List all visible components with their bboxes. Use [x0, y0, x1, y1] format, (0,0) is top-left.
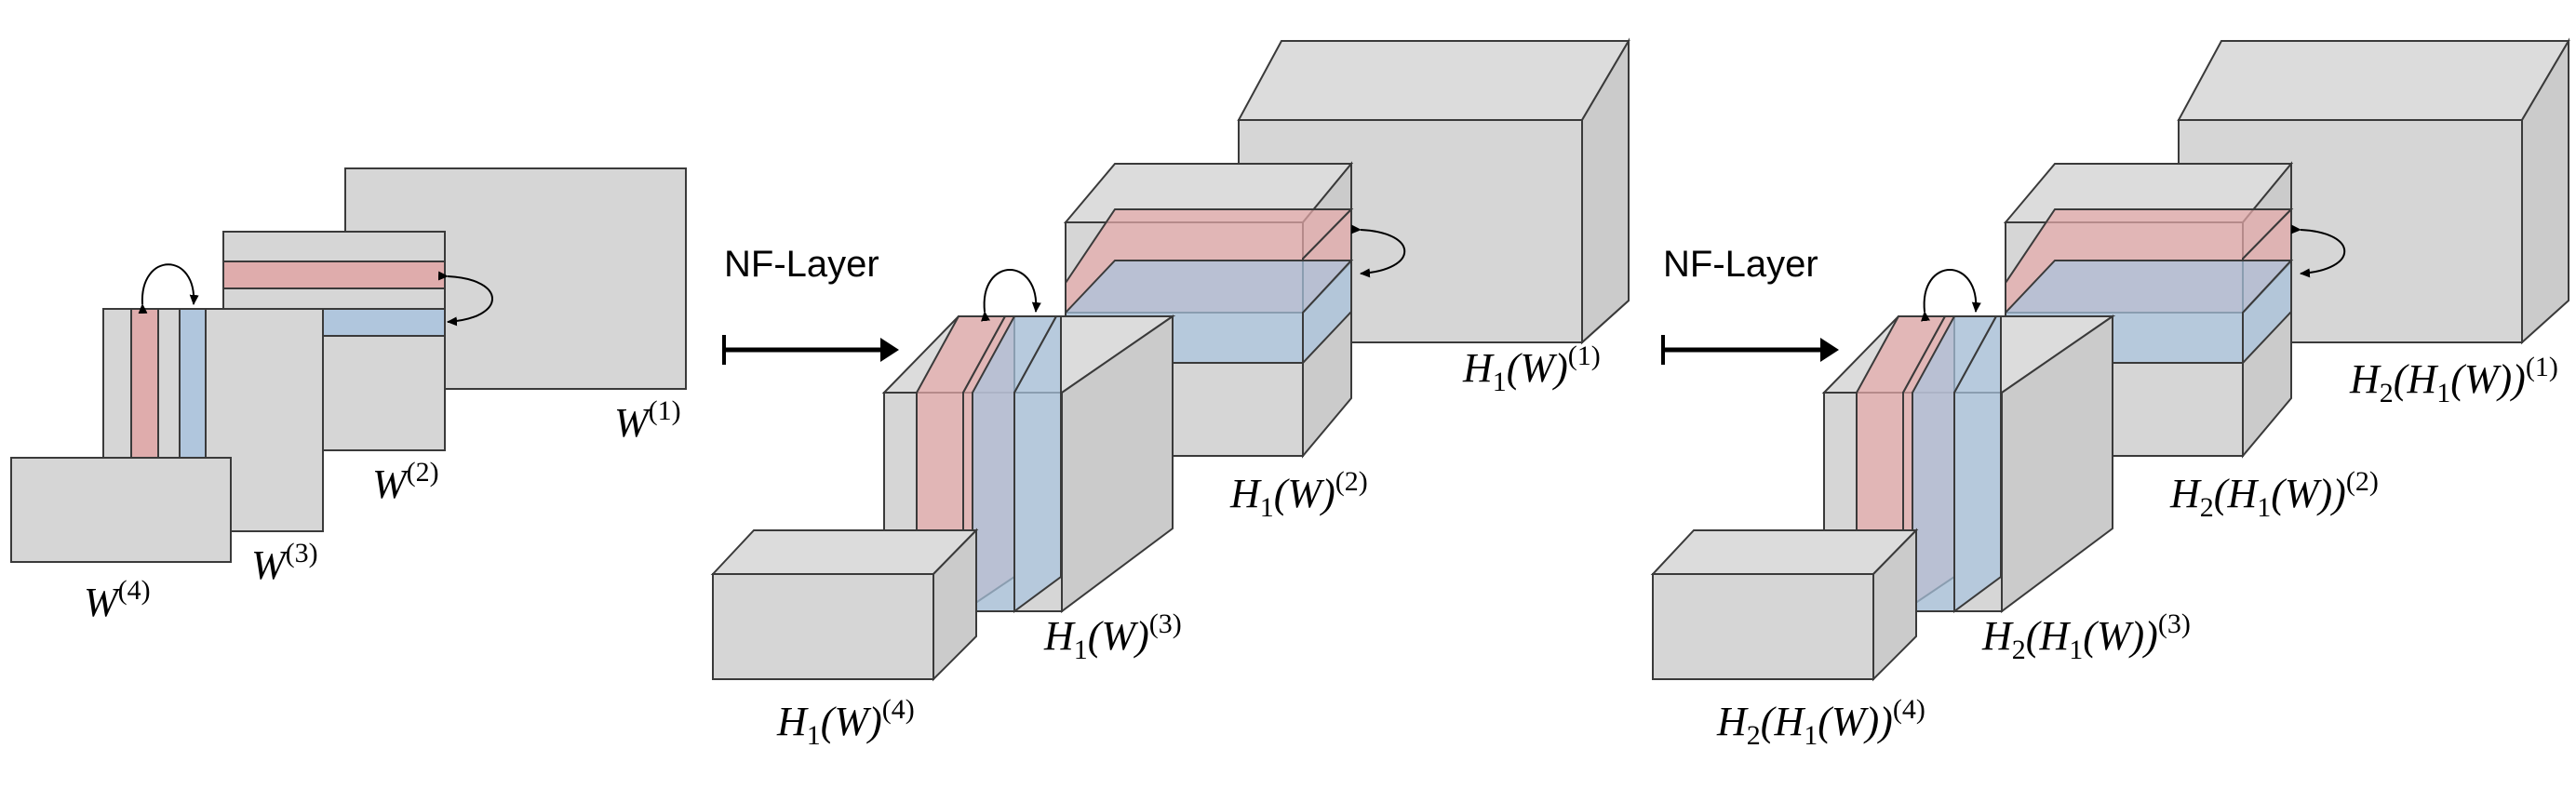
w3-blue-column — [179, 308, 207, 459]
label-h2-w3: H2(H1(W))(3) — [1981, 608, 2191, 665]
nf-layer-label-2: NF-Layer — [1663, 244, 1818, 285]
cuboid-h1-3 — [881, 314, 1176, 613]
nf-layer-arrow-1: NF-Layer — [722, 244, 899, 365]
label-h2-w2: H2(H1(W))(2) — [2169, 466, 2379, 523]
label-h1-w3: H1(W)(3) — [1043, 608, 1182, 665]
label-w1: W(1) — [614, 395, 681, 446]
cuboid-h2-4 — [1650, 528, 1919, 682]
swap-arrow-h2-2 — [2290, 224, 2345, 278]
stage2-h1: H1(W)(1) H1(W)(2) H1(W)(3) H1(W)(4) — [710, 37, 1630, 751]
label-w2: W(2) — [372, 457, 439, 507]
label-w4: W(4) — [84, 575, 151, 625]
w3-red-column — [130, 308, 159, 459]
stage3-h2: H2(H1(W))(1) H2(H1(W))(2) H2(H1(W))(3) H… — [1650, 37, 2570, 751]
stage1-weights: W(1) W(2) W(3) W(4) — [10, 167, 687, 625]
label-h1-w2: H1(W)(2) — [1229, 466, 1368, 523]
label-h2-w1: H2(H1(W))(1) — [2349, 352, 2558, 408]
swap-arrow-h1-3 — [981, 269, 1041, 322]
nf-layer-label-1: NF-Layer — [724, 244, 879, 285]
label-h2-w4: H2(H1(W))(4) — [1716, 694, 1925, 751]
swap-arrow-h1-2 — [1350, 224, 1405, 278]
label-h1-w1: H1(W)(1) — [1462, 341, 1601, 397]
label-w3: W(3) — [251, 538, 318, 588]
swap-arrow-w2 — [437, 271, 493, 327]
w2-red-row — [222, 261, 446, 289]
matrix-w4 — [10, 457, 232, 563]
swap-arrow-w3 — [138, 263, 199, 314]
swap-arrow-h2-3 — [1921, 269, 1981, 322]
nf-layer-arrow-2: NF-Layer — [1661, 244, 1839, 365]
cuboid-h1-4 — [710, 528, 979, 682]
label-h1-w4: H1(W)(4) — [776, 694, 915, 751]
